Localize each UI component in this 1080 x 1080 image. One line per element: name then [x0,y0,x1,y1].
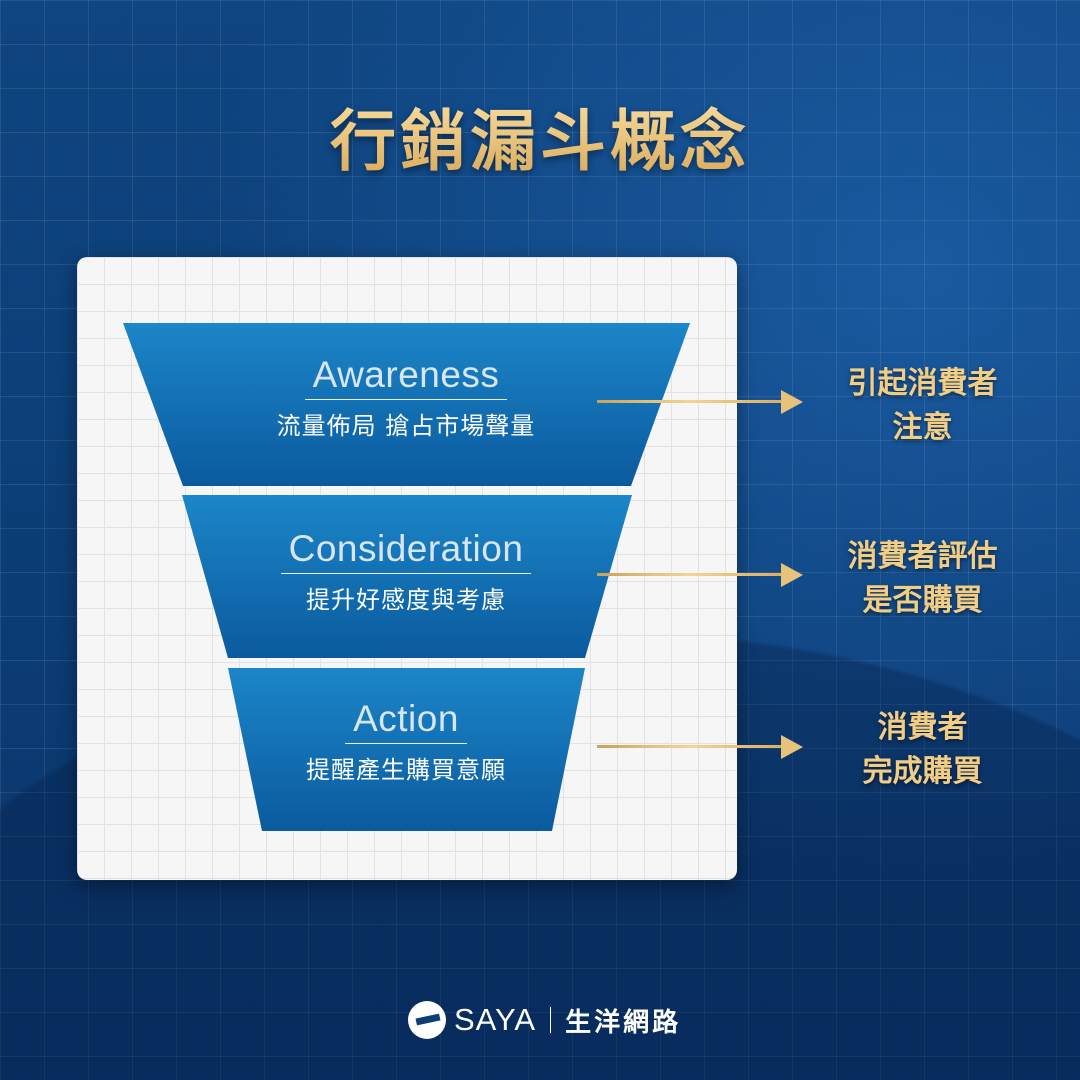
tier-awareness-text: Awareness 流量佈局 搶占市場聲量 [206,354,606,441]
tier-title: Consideration [280,528,532,574]
outcome-line: 引起消費者 [847,366,998,401]
tier-description: 提升好感度與考慮 [306,586,506,614]
funnel-tier-action [228,668,585,831]
footer-brand: SAYA 生洋網路 [408,1000,681,1040]
outcome-line: 完成購買 [862,754,983,789]
outcome-awareness: 引起消費者 注意 [820,362,1025,450]
outcome-line: 消費者 [877,710,968,745]
outcome-line: 是否購買 [862,583,983,618]
outcome-consideration: 消費者評估 是否購買 [820,535,1025,623]
tier-title: Action [345,698,467,744]
funnel-tier-awareness [123,323,690,486]
outcome-line: 消費者評估 [847,539,998,574]
arrow-right-icon [597,390,803,414]
tier-action-text: Action 提醒產生購買意願 [206,698,606,785]
outcome-action: 消費者 完成購買 [820,706,1025,794]
divider [550,1007,552,1033]
tier-description: 提醒產生購買意願 [306,756,506,784]
outcome-line: 注意 [892,410,953,445]
funnel-tier-consideration [182,495,632,658]
tier-consideration-text: Consideration 提升好感度與考慮 [206,528,606,615]
tier-title: Awareness [304,354,508,400]
arrow-right-icon [597,563,803,587]
arrow-right-icon [597,735,803,759]
saya-logo-icon [408,1001,446,1039]
page-title: 行銷漏斗概念 [0,88,1080,184]
tier-description: 流量佈局 搶占市場聲量 [276,412,536,440]
brand-name: 生洋網路 [565,1007,682,1038]
logo-text: SAYA [454,1002,537,1037]
